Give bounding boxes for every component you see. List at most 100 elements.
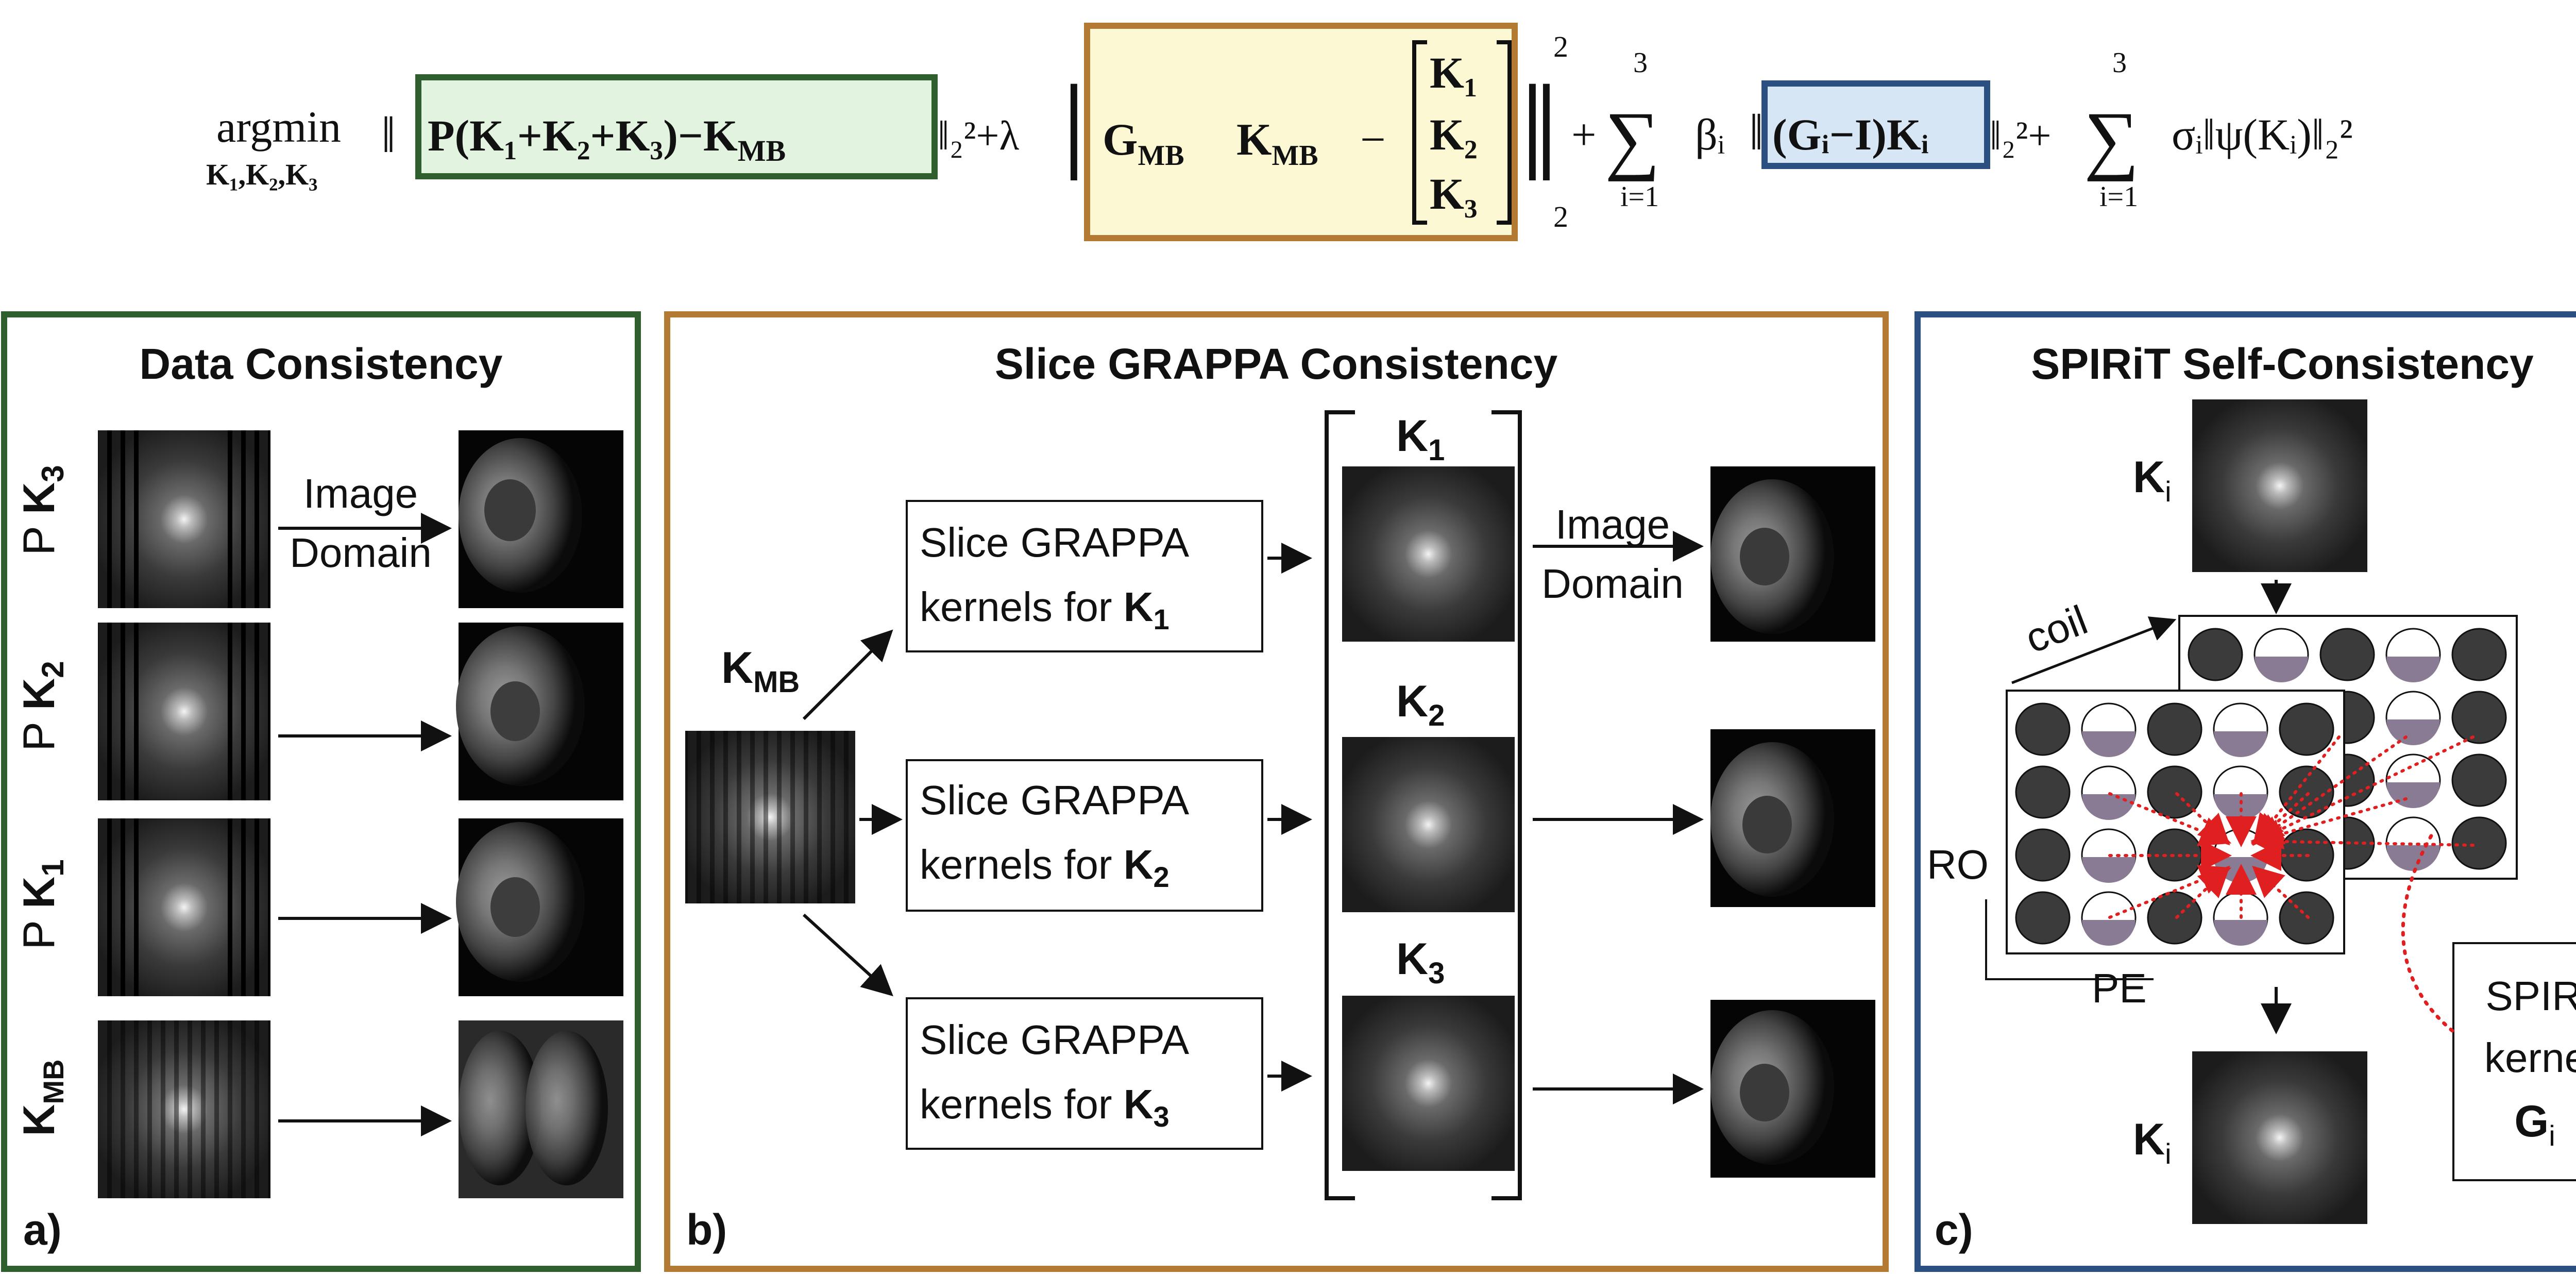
kspace-sample-cell <box>2081 765 2137 820</box>
ro-pe-axes <box>1985 899 2154 980</box>
kspace-sample-cell <box>2385 628 2441 682</box>
sum-lower-1: i=1 <box>1620 181 1659 213</box>
panel-a-corner-label: a) <box>23 1205 62 1254</box>
vector-bracket-right <box>1497 40 1512 225</box>
kspace-sample-cell <box>2279 702 2334 756</box>
norm-open-3: ‖ <box>1749 104 1764 161</box>
kspace-k3-recon <box>1342 996 1515 1171</box>
kernel-box-k1: Slice GRAPPA kernels for K1 <box>906 500 1263 652</box>
bracket-right <box>1492 410 1522 1200</box>
norm-subscript-2: 2 <box>1553 200 1568 233</box>
svg-text:kernels: kernels <box>2484 1035 2576 1081</box>
vector-entry-2: K₂ <box>1430 110 1478 159</box>
sum-upper-1: 3 <box>1633 47 1648 79</box>
svg-text:Slice GRAPPA: Slice GRAPPA <box>920 519 1190 565</box>
kspace-sample-cell <box>2081 891 2137 946</box>
kspace-sample-cell <box>2015 702 2071 756</box>
svg-text:kernels for K2: kernels for K2 <box>920 842 1170 893</box>
objective-equation: argmin K₁,K₂,K₃ ‖ P(K₁+K₂+K₃)−KMB ‖₂²+λ … <box>206 23 2353 241</box>
row-label-kmb: KMB <box>14 1059 70 1136</box>
kernel-connection-line <box>2250 797 2408 849</box>
panel-b-arrow-label-domain: Domain <box>1541 561 1684 607</box>
spirit-term-box <box>1761 80 1990 169</box>
spirit-term-text: (Gᵢ−I)Kᵢ <box>1772 110 1929 159</box>
svg-text:Gi: Gi <box>2514 1097 2555 1152</box>
panel-b-corner-label: b) <box>686 1205 727 1254</box>
norm-sq-3: ‖₂²+ <box>1990 113 2051 159</box>
kspace-pk3 <box>98 430 270 608</box>
svg-text:Slice GRAPPA: Slice GRAPPA <box>920 777 1190 823</box>
norm-close-2: ‖ <box>1520 57 1559 211</box>
image-pk3 <box>459 430 623 608</box>
kspace-k1-recon <box>1342 466 1515 642</box>
coil-arrow <box>2011 616 2177 684</box>
kspace-sample-cell <box>2385 816 2441 871</box>
panel-b-title: Slice GRAPPA Consistency <box>995 340 1558 388</box>
data-term-text: P(K₁+K₂+K₃)−KMB <box>428 111 786 167</box>
kernel-box-k2: Slice GRAPPA kernels for K2 <box>906 759 1263 912</box>
pe-label: PE <box>2092 965 2147 1011</box>
panel-b-arrow-label-image: Image <box>1555 501 1670 547</box>
kernel-connection-line <box>2108 792 2232 846</box>
beta-weight: βᵢ <box>1695 110 1725 159</box>
kspace-sample-cell <box>2188 628 2243 681</box>
svg-text:Slice GRAPPA: Slice GRAPPA <box>920 1017 1190 1063</box>
panel-a-title: Data Consistency <box>140 340 503 388</box>
row-label-pk2: P K2 <box>14 661 70 751</box>
bracket-label-k1: K1 <box>1396 411 1445 467</box>
svg-text:kernels for K1: kernels for K1 <box>920 584 1170 635</box>
image-k2 <box>1710 729 1875 907</box>
sum-plus-1: + <box>1571 110 1597 159</box>
grappa-term-box <box>1084 23 1518 241</box>
row-label-pk3: P K3 <box>14 465 70 555</box>
kspace-sample-cell <box>2147 702 2202 756</box>
panel-b-slice-grappa: Slice GRAPPA Consistency KMB Slice GRAPP… <box>664 311 1889 1272</box>
vector-bracket-left <box>1412 40 1427 225</box>
svg-text:SPIRiT: SPIRiT <box>2485 973 2576 1019</box>
sum-lower-2: i=1 <box>2099 181 2138 213</box>
spirit-kernels-box: SPIRiT kernels Gi <box>2452 942 2576 1181</box>
bracket-label-k2: K2 <box>1396 677 1445 732</box>
kspace-sample-cell <box>2213 765 2268 820</box>
arrow-to-kernel-1 <box>802 629 893 720</box>
kspace-kmb-input <box>685 731 855 903</box>
vector-entry-1: K₁ <box>1430 48 1478 97</box>
kernel-connection-line <box>2175 865 2230 919</box>
kspace-sample-cell <box>2451 816 2507 870</box>
svg-text:P K1: P K1 <box>14 859 70 949</box>
image-pk1 <box>456 818 623 996</box>
kspace-pk1 <box>98 818 270 996</box>
image-k3 <box>1710 1000 1875 1178</box>
svg-text:kernels for K3: kernels for K3 <box>920 1081 1170 1133</box>
image-k1 <box>1710 466 1875 642</box>
kspace-sample-cell <box>2015 828 2071 882</box>
kspace-sample-cell <box>2015 765 2071 819</box>
svg-text:P K2: P K2 <box>14 661 70 751</box>
data-term-box <box>415 74 938 179</box>
panel-c-spirit: SPIRiT Self-Consistency Ki coil RO PE Ki… <box>1914 311 2576 1272</box>
kernel-connection-line <box>2251 735 2408 845</box>
svg-text:P K3: P K3 <box>14 465 70 555</box>
kernel-connection-line <box>2251 735 2475 845</box>
kspace-pk2 <box>98 623 270 800</box>
row-label-pk1: P K1 <box>14 859 70 949</box>
norm-open-1: ‖ <box>381 106 396 163</box>
panel-c-title: SPIRiT Self-Consistency <box>2031 340 2534 388</box>
top-ki-label: Ki <box>2133 452 2172 508</box>
panel-a-data-consistency: Data Consistency P K3 P K2 P K1 KMB Imag… <box>1 311 641 1272</box>
image-pk2 <box>456 623 623 800</box>
kspace-sample-cell <box>2385 753 2441 808</box>
panel-b-border <box>664 311 1889 1272</box>
grappa-term-K: KMB <box>1236 115 1318 172</box>
grappa-term-minus: − <box>1360 115 1386 165</box>
kspace-sample-cell <box>2253 628 2309 682</box>
arrow-label-domain: Domain <box>290 530 432 576</box>
input-kmb-label: KMB <box>721 643 800 699</box>
kspace-sample-cell <box>2319 628 2375 681</box>
bracket-left <box>1325 410 1355 1200</box>
vector-entry-3: K₃ <box>1430 169 1478 219</box>
grappa-term-G: GMB <box>1103 115 1184 172</box>
norm-sq-lambda: ‖₂²+λ <box>938 113 1019 159</box>
bracket-label-k3: K3 <box>1396 934 1445 990</box>
